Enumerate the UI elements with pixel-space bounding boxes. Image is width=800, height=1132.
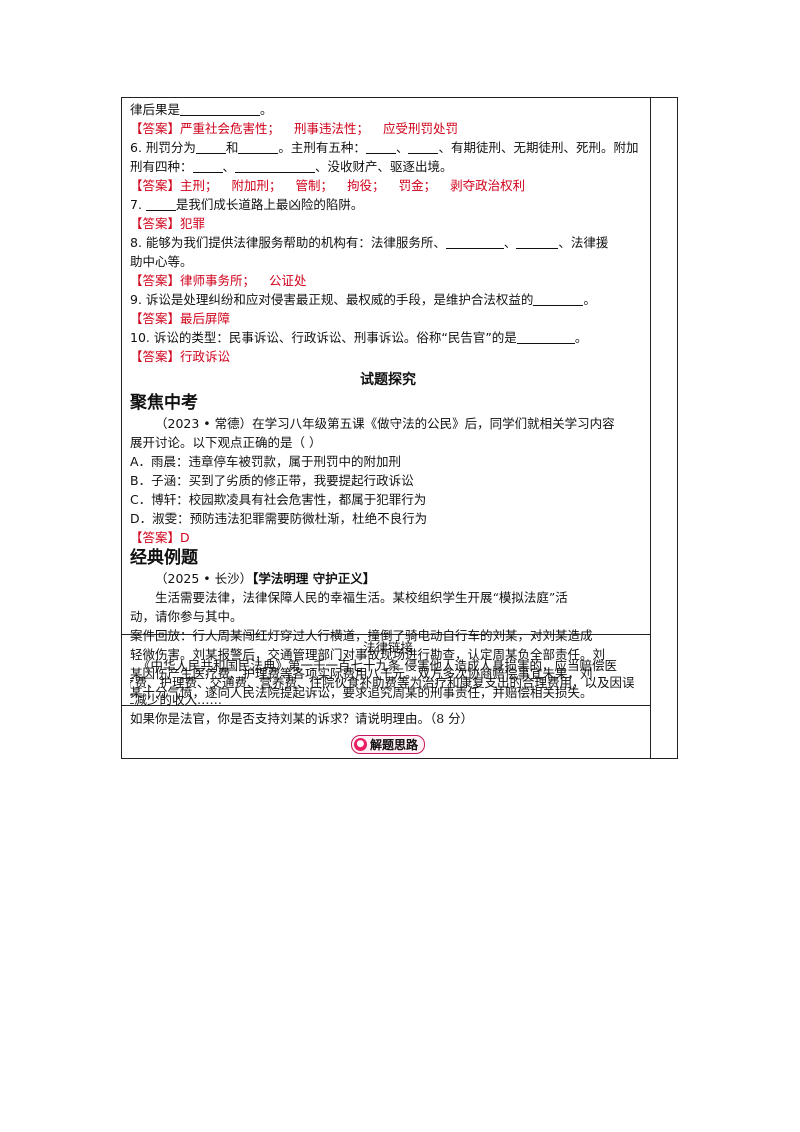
answer-blank	[145, 197, 176, 211]
answer-blank	[180, 102, 261, 116]
answer-10: 【答案】行政诉讼	[130, 349, 231, 364]
answer-8: 【答案】律师事务所；公证处	[130, 273, 307, 288]
law-text-line: 工减少的收入……	[130, 692, 223, 707]
question-6: 6. 刑罚分为和。主刑有五种：、、有期徒刑、无期徒刑、死刑。附加	[130, 140, 639, 155]
row-divider-bottom	[122, 705, 650, 706]
focus-question-cont: 展开讨论。以下观点正确的是（ ）	[130, 435, 322, 450]
answer-blank	[445, 235, 504, 249]
case-line: 某因伤产生医疗费、护理费等各项实际费用八千元。双方多次协商赔偿事宜未果，刘	[130, 666, 593, 681]
lock-icon: ●	[353, 738, 367, 751]
question-8: 8. 能够为我们提供法律服务帮助的机构有：法律服务所、、、法律援	[130, 235, 609, 250]
law-link-section: 法律链接 《中华人民共和国民法典》第一千一百七十九条 侵害他人造成人身损害的，应…	[130, 638, 646, 708]
case-line: 案件回放：行人周某闯红灯穿过人行横道，撞倒了骑电动自行车的刘某，对刘某造成	[130, 628, 593, 643]
classic-intro: 生活需要法律，法律保障人民的幸福生活。某校组织学生开展“模拟法庭”活	[155, 590, 568, 605]
worksheet-content: 律后果是。 【答案】严重社会危害性；刑事违法性；应受刑罚处罚 6. 刑罚分为和。…	[130, 100, 646, 702]
section-title: 试题探究	[360, 372, 416, 388]
option-a: A．雨晨：违章停车被罚款，属于刑罚中的附加刑	[130, 454, 402, 469]
case-line: 轻微伤害。刘某报警后，交通管理部门对事故现场进行勘查，认定周某负全部责任。刘	[130, 647, 606, 662]
worksheet-table: 律后果是。 【答案】严重社会危害性；刑事违法性；应受刑罚处罚 6. 刑罚分为和。…	[121, 97, 678, 759]
answer-blank	[408, 140, 439, 154]
answer-blank	[235, 159, 316, 173]
answer-6: 【答案】主刑；附加刑；管制；拘役；罚金；剥夺政治权利	[130, 178, 526, 193]
classic-intro-cont: 动，请你参与其中。	[130, 609, 243, 624]
hint-button[interactable]: ● 解题思路	[350, 735, 425, 754]
question-section: 如果你是法官，你是否支持刘某的诉求？请说明理由。（8 分） ● 解题思路	[130, 709, 646, 754]
classic-source: （2025 • 长沙）【学法明理 守护正义】	[155, 571, 376, 586]
row-divider-top	[122, 634, 650, 635]
final-question: 如果你是法官，你是否支持刘某的诉求？请说明理由。（8 分）	[130, 711, 474, 726]
option-b: B．子涵：买到了劣质的修正带，我要提起行政诉讼	[130, 473, 414, 488]
answer-blank	[195, 140, 226, 154]
answer-blank	[365, 140, 396, 154]
q5-tail: 律后果是。	[130, 102, 273, 117]
question-6-cont: 刑有四种：、、没收财产、驱逐出境。	[130, 159, 453, 174]
answer-blank	[238, 140, 279, 154]
focus-title: 聚焦中考	[130, 393, 198, 413]
law-text-line: 疗费、护理费、交通费、营养费、住院伙食补助费等为治疗和康复支出的合理费用，以及因…	[130, 675, 635, 690]
option-d: D．淑雯：预防违法犯罪需要防微杜渐，杜绝不良行为	[130, 511, 428, 526]
answer-5: 【答案】严重社会危害性；刑事违法性；应受刑罚处罚	[130, 121, 459, 136]
law-text-line: 《中华人民共和国民法典》第一千一百七十九条 侵害他人造成人身损害的，应当赔偿医	[138, 658, 617, 673]
column-divider	[650, 98, 651, 758]
law-link-heading: 法律链接	[362, 640, 413, 655]
answer-9: 【答案】最后屏障	[130, 311, 231, 326]
question-8-cont: 助中心等。	[130, 254, 193, 269]
question-7: 7. 是我们成长道路上最凶险的陷阱。	[130, 197, 364, 212]
question-9: 9. 诉讼是处理纠纷和应对侵害最正规、最权威的手段，是维护合法权益的。	[130, 292, 596, 307]
option-c: C．博轩：校园欺凌具有社会危害性，都属于犯罪行为	[130, 492, 427, 507]
answer-blank	[516, 330, 575, 344]
focus-question: （2023 • 常德）在学习八年级第五课《做守法的公民》后，同学们就相关学习内容	[155, 416, 615, 431]
answer-blank	[516, 235, 559, 249]
question-10: 10. 诉讼的类型：民事诉讼、行政诉讼、刑事诉讼。俗称“民告官”的是。	[130, 330, 588, 345]
answer-blank	[192, 159, 223, 173]
answer-blank	[533, 292, 584, 306]
focus-answer: 【答案】D	[130, 530, 190, 545]
case-line: 某十分气愤，遂向人民法院提起诉讼，要求追究周某的刑事责任，并赔偿相关损失。	[130, 685, 593, 700]
classic-title: 经典例题	[130, 548, 198, 568]
answer-7: 【答案】犯罪	[130, 216, 206, 231]
